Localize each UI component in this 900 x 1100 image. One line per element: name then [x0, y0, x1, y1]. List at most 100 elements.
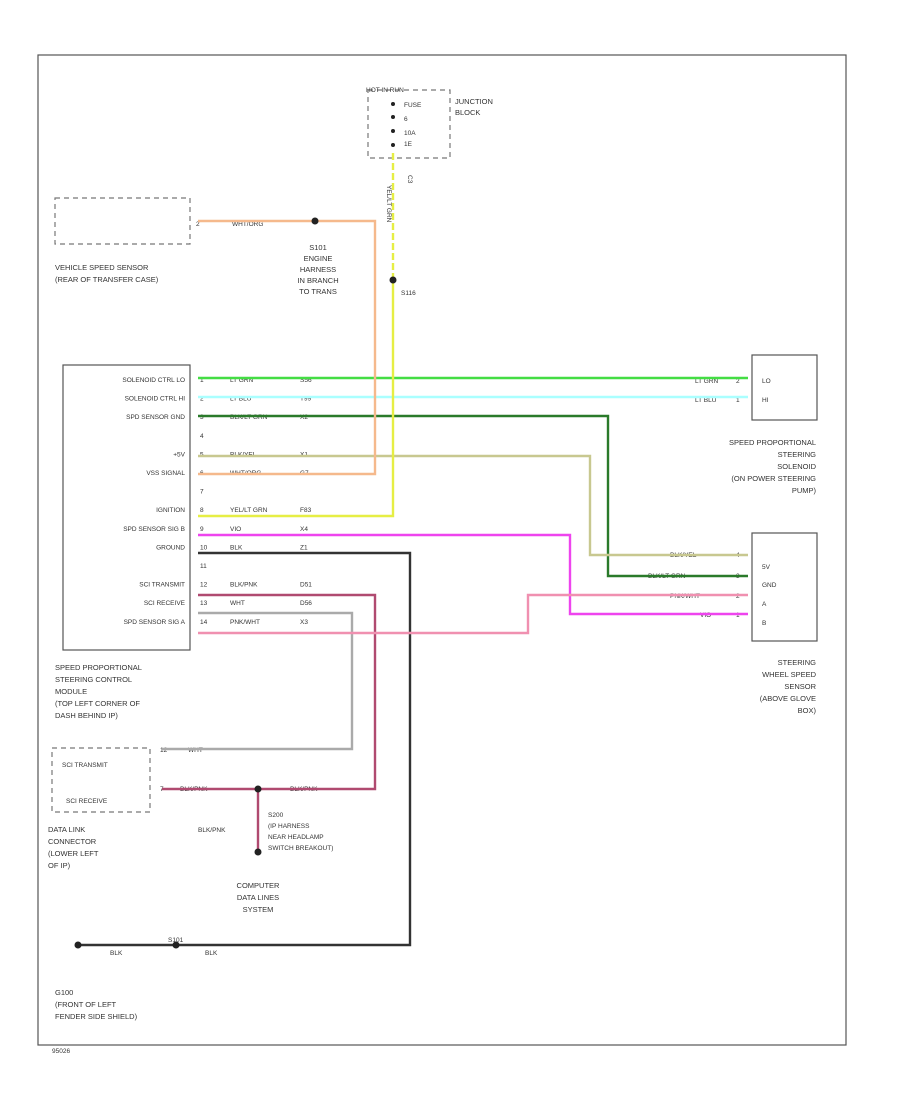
svg-text:LO: LO — [762, 378, 771, 385]
svg-text:MODULE: MODULE — [55, 687, 87, 696]
module-pin: 4 — [200, 433, 204, 440]
ignition-wire-label: YEL/LT GRN — [385, 185, 392, 223]
svg-text:GND: GND — [762, 582, 777, 589]
svg-text:LT BLU: LT BLU — [695, 397, 717, 404]
module-circuit: D51 — [300, 582, 312, 589]
svg-text:G100: G100 — [55, 988, 73, 997]
svg-text:ENGINE: ENGINE — [304, 254, 333, 263]
module-circuit: S56 — [300, 377, 312, 384]
s200-end-dot — [254, 848, 262, 856]
module-pin: 2 — [200, 396, 204, 403]
junction-label-2: BLOCK — [455, 108, 480, 117]
module-pin: 9 — [200, 526, 204, 533]
module-row-label: SCI RECEIVE — [144, 600, 186, 607]
svg-text:1: 1 — [736, 612, 740, 619]
steering-solenoid: LT GRN 2 LO LT BLU 1 HI SPEED PROPORTION… — [695, 354, 818, 495]
module-wire-label: LT GRN — [230, 377, 254, 384]
module-circuit: T99 — [300, 396, 312, 403]
svg-text:(ON POWER STEERING: (ON POWER STEERING — [731, 474, 816, 483]
wires — [78, 150, 748, 947]
blk-lt-grn-wire — [198, 414, 748, 578]
module-wire-label: BLK — [230, 544, 243, 551]
svg-text:DATA LINK: DATA LINK — [48, 825, 85, 834]
vss-label-1: VEHICLE SPEED SENSOR — [55, 263, 149, 272]
vss-wire-label: WHT/ORG — [232, 221, 263, 228]
module-pin: 8 — [200, 507, 204, 514]
module-circuit: F83 — [300, 507, 312, 514]
svg-text:IN BRANCH: IN BRANCH — [297, 276, 338, 285]
junction-label-1: JUNCTION — [455, 97, 493, 106]
svg-text:COMPUTER: COMPUTER — [237, 881, 281, 890]
svg-text:SENSOR: SENSOR — [784, 682, 816, 691]
junction-hot-label: HOT IN RUN — [366, 87, 404, 94]
module-pin: 7 — [200, 489, 204, 496]
svg-text:S101: S101 — [309, 243, 327, 252]
computer-data-lines-caption: COMPUTER DATA LINES SYSTEM — [237, 881, 281, 914]
module-row-label: SPD SENSOR SIG B — [123, 526, 185, 533]
module-circuit: D56 — [300, 600, 312, 607]
svg-text:WHT: WHT — [188, 747, 203, 754]
svg-text:BLK: BLK — [205, 950, 218, 957]
svg-text:WHEEL SPEED: WHEEL SPEED — [762, 670, 816, 679]
svg-text:BOX): BOX) — [798, 706, 817, 715]
module-pin: 12 — [200, 582, 208, 589]
blk-ground-wire — [176, 551, 412, 947]
svg-text:STEERING: STEERING — [778, 450, 817, 459]
splice-s200: BLK/PNK BLK/PNK S200 (IP HARNESS NEAR HE… — [198, 786, 333, 852]
module-wire-label: VIO — [230, 526, 241, 533]
module-row-label: SOLENOID CTRL LO — [122, 377, 185, 384]
svg-text:SCI TRANSMIT: SCI TRANSMIT — [62, 762, 108, 769]
module-row-label: GROUND — [156, 544, 185, 551]
module-row-label: +5V — [173, 451, 185, 458]
svg-text:(IP HARNESS: (IP HARNESS — [268, 823, 310, 830]
module-row-label: VSS SIGNAL — [146, 470, 185, 477]
g100-splice-dot — [172, 941, 180, 949]
wht-sci-wire — [162, 611, 354, 751]
wht-org-wire — [198, 219, 377, 476]
module-pin: 10 — [200, 544, 208, 551]
svg-text:S101: S101 — [168, 937, 184, 944]
wheel-sensor-caption: STEERING WHEEL SPEED SENSOR (ABOVE GLOVE… — [760, 658, 817, 715]
svg-text:SOLENOID: SOLENOID — [777, 462, 816, 471]
svg-text:(FRONT OF LEFT: (FRONT OF LEFT — [55, 1000, 117, 1009]
wheel-speed-sensor: BLK/YEL 4 5V BLK/LT GRN 3 GND PNK/WHT 2 … — [648, 532, 818, 715]
svg-text:SPEED PROPORTIONAL: SPEED PROPORTIONAL — [729, 438, 816, 447]
svg-text:(LOWER LEFT: (LOWER LEFT — [48, 849, 99, 858]
module-pin: 11 — [200, 563, 207, 570]
svg-text:PUMP): PUMP) — [792, 486, 817, 495]
module-row-label: SOLENOID CTRL HI — [125, 396, 186, 403]
svg-text:2: 2 — [736, 378, 740, 385]
svg-text:BLK: BLK — [110, 950, 123, 957]
svg-text:OF IP): OF IP) — [48, 861, 71, 870]
splice-s116-label: S116 — [401, 290, 416, 297]
s200-dot — [254, 785, 262, 793]
vehicle-speed-sensor: 2 VEHICLE SPEED SENSOR (REAR OF TRANSFER… — [54, 197, 200, 284]
svg-text:BLK/PNK: BLK/PNK — [198, 827, 226, 834]
svg-text:FENDER SIDE SHIELD): FENDER SIDE SHIELD) — [55, 1012, 138, 1021]
svg-text:VIO: VIO — [700, 612, 711, 619]
fuse-amp: 10A — [404, 130, 416, 137]
module-pin: 13 — [200, 600, 208, 607]
svg-text:12: 12 — [160, 747, 168, 754]
svg-text:5V: 5V — [762, 564, 771, 571]
s116-dot — [389, 276, 397, 284]
junction-block: HOT IN RUN FUSE 6 10A 1E JUNCTION BLOCK … — [366, 87, 493, 184]
svg-text:NEAR HEADLAMP: NEAR HEADLAMP — [268, 834, 324, 841]
splice-dots — [74, 217, 397, 949]
g100-ground-dot — [74, 941, 82, 949]
svg-text:(TOP LEFT CORNER OF: (TOP LEFT CORNER OF — [55, 699, 140, 708]
module-wire-label: LT BLU — [230, 396, 252, 403]
svg-text:DASH BEHIND IP): DASH BEHIND IP) — [55, 711, 118, 720]
svg-text:HARNESS: HARNESS — [300, 265, 336, 274]
svg-text:DATA LINES: DATA LINES — [237, 893, 279, 902]
ground-g100: BLK S101 BLK G100 (FRONT OF LEFT FENDER … — [55, 937, 218, 1021]
svg-text:SCI RECEIVE: SCI RECEIVE — [66, 798, 108, 805]
svg-text:(ABOVE GLOVE: (ABOVE GLOVE — [760, 694, 816, 703]
yel-grn-wire — [198, 280, 395, 518]
svg-text:CONNECTOR: CONNECTOR — [48, 837, 97, 846]
splice-s101-label: S101 ENGINE HARNESS IN BRANCH TO TRANS — [297, 243, 338, 296]
svg-text:2: 2 — [736, 593, 740, 600]
vss-pin: 2 — [196, 221, 200, 228]
data-link-connector: SCI TRANSMIT 12 WHT SCI RECEIVE 7 BLK/PN… — [48, 747, 208, 870]
